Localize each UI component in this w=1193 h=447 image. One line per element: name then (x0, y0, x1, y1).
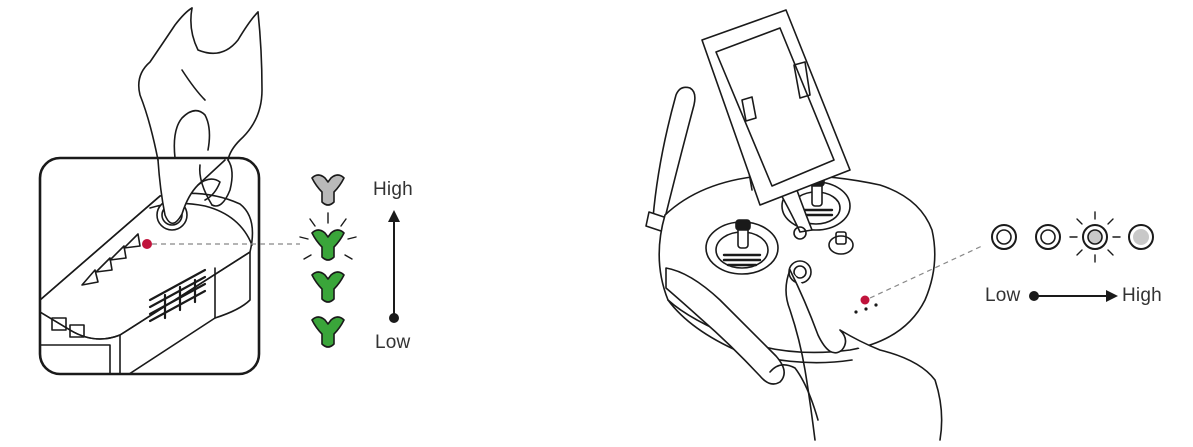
remote-led-2-off (1035, 224, 1061, 250)
battery-scale-high-label: High (373, 179, 413, 200)
remote-scale-low-label: Low (985, 285, 1021, 306)
remote-power-indicator-dot (860, 295, 870, 305)
remote-controller-illustration (645, 9, 943, 441)
battery-led-4-on (311, 316, 345, 348)
remote-led-3-blinking (1069, 211, 1121, 263)
remote-led-4-on (1128, 224, 1154, 250)
battery-led-1-off (311, 174, 345, 206)
battery-illustration (38, 7, 263, 376)
remote-scale-arrow (1029, 290, 1118, 302)
battery-power-indicator-dot (142, 239, 152, 249)
battery-scale-arrow (388, 210, 400, 323)
remote-leader-line (869, 245, 983, 299)
battery-led-3-on (311, 271, 345, 303)
battery-level-indicators (299, 174, 357, 348)
remote-scale-high-label: High (1122, 285, 1162, 306)
remote-led-1-off (991, 224, 1017, 250)
battery-led-2-blinking (299, 212, 357, 261)
battery-scale-low-label: Low (375, 332, 411, 353)
remote-level-indicators (991, 211, 1154, 263)
